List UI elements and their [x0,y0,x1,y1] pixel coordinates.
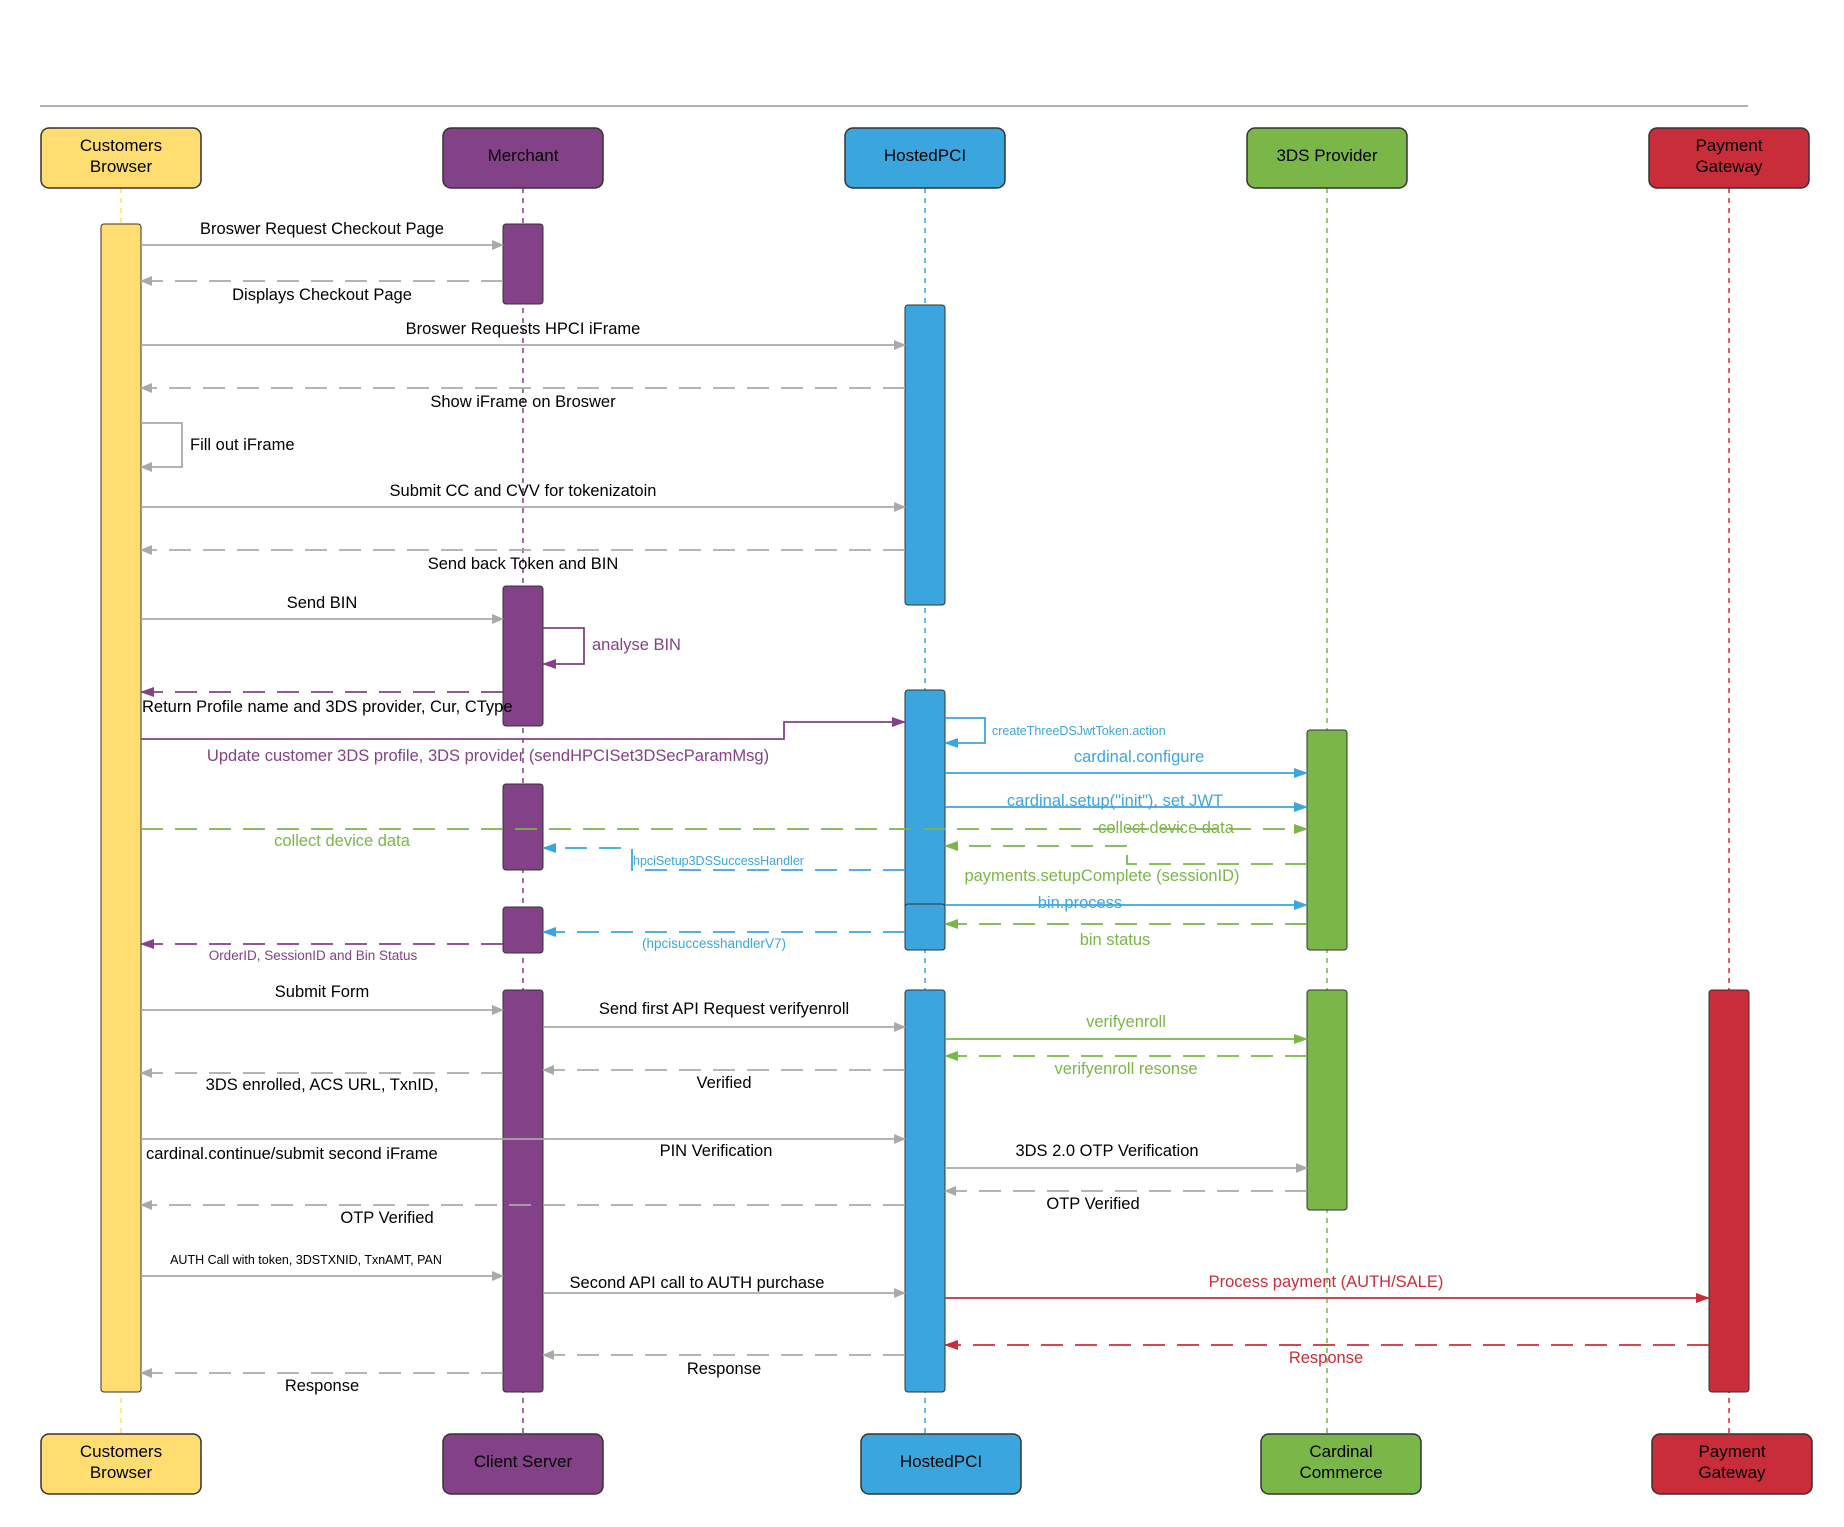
message-label: collect device data [274,832,411,850]
participant-label: Customers [80,1442,162,1461]
message-label: AUTH Call with token, 3DSTXNID, TxnAMT, … [170,1253,442,1267]
message-label: Response [285,1377,359,1395]
participant-label: Client Server [474,1452,573,1471]
participant-label: Gateway [1698,1463,1766,1482]
activation-bars [100,223,1750,1393]
participant-provider-top: 3DS Provider [1246,127,1408,189]
message-label: collect device data [1098,819,1235,837]
arrow-m18 [1126,855,1307,865]
activation-customer [100,223,142,1393]
message-label: bin status [1080,931,1151,949]
message-arrows [140,240,1710,1378]
participant-cardinal-bottom: Cardinal Commerce [1260,1433,1422,1495]
arrow-m12 [944,717,986,748]
activation-gateway [1708,989,1750,1393]
activation-merchant [502,585,544,727]
message-label: Displays Checkout Page [232,286,412,304]
message-label: hpciSetup3DSSuccessHandler [633,854,804,868]
message-label: Submit Form [275,983,369,1001]
message-labels: Broswer Request Checkout Page Displays C… [142,220,1443,1395]
message-label: Response [687,1360,761,1378]
message-label: Response [1289,1349,1363,1367]
participant-label: Merchant [488,146,559,165]
message-label: Update customer 3DS profile, 3DS provide… [207,747,769,765]
message-label: Verified [696,1074,751,1092]
participant-label: 3DS Provider [1276,146,1377,165]
message-label: (hpcisuccesshandlerV7) [642,936,786,951]
message-label: Show iFrame on Broswer [430,393,616,411]
participant-customer-bottom: Customers Browser [40,1433,202,1495]
message-label: Return Profile name and 3DS provider, Cu… [142,698,513,716]
message-label: OrderID, SessionID and Bin Status [209,948,418,963]
participants-top: Customers Browser Merchant HostedPCI 3DS… [40,127,1810,189]
message-label: cardinal.continue/submit second iFrame [146,1145,438,1163]
participant-label: Commerce [1299,1463,1382,1482]
message-label: PIN Verification [660,1142,773,1160]
message-label: Broswer Requests HPCI iFrame [406,320,641,338]
activation-hostedpci [904,903,946,951]
message-label: payments.setupComplete (sessionID) [964,867,1239,885]
message-label: Broswer Request Checkout Page [200,220,444,238]
message-label: Send back Token and BIN [428,555,619,573]
participant-hostedpci-bottom: HostedPCI [860,1433,1022,1495]
activation-merchant [502,906,544,954]
activation-hostedpci [904,304,946,606]
message-label: Send first API Request verifyenroll [599,1000,849,1018]
activation-merchant [502,989,544,1393]
activation-merchant [502,783,544,871]
activation-provider [1306,729,1348,951]
arrow-m05 [140,422,183,472]
arrow-m17 [542,843,905,871]
participant-label: Customers [80,136,162,155]
message-label: cardinal.setup("init"), set JWT [1007,792,1223,810]
message-label: bin.process [1038,894,1122,912]
message-label: analyse BIN [592,636,681,654]
message-label: OTP Verified [1046,1195,1139,1213]
participant-label: Cardinal [1309,1442,1372,1461]
message-label: 3DS enrolled, ACS URL, TxnID, [206,1076,439,1094]
participant-label: Payment [1698,1442,1765,1461]
message-label: verifyenroll resonse [1054,1060,1197,1078]
participant-hostedpci-top: HostedPCI [844,127,1006,189]
participants-bottom: Customers Browser Client Server HostedPC… [40,1433,1813,1495]
participant-label: HostedPCI [900,1452,982,1471]
arrow-m11 [141,717,906,740]
arrow-m09 [542,627,585,669]
participant-label: HostedPCI [884,146,966,165]
message-label: OTP Verified [340,1209,433,1227]
participant-gateway-top: Payment Gateway [1648,127,1810,189]
participant-label: Payment [1695,136,1762,155]
activation-merchant [502,223,544,305]
message-label: createThreeDSJwtToken.action [992,724,1166,738]
participant-label: Gateway [1695,157,1763,176]
message-label: Send BIN [287,594,358,612]
message-label: 3DS 2.0 OTP Verification [1015,1142,1198,1160]
message-label: Fill out iFrame [190,436,295,454]
activation-provider [1306,989,1348,1211]
message-label: Process payment (AUTH/SALE) [1209,1273,1444,1291]
participant-gateway-bottom: Payment Gateway [1651,1433,1813,1495]
message-label: verifyenroll [1086,1013,1166,1031]
participant-customer-top: Customers Browser [40,127,202,189]
activation-hostedpci [904,989,946,1393]
participant-merchant-top: Merchant [442,127,604,189]
participant-label: Browser [90,157,153,176]
message-label: cardinal.configure [1074,748,1204,766]
participant-label: Browser [90,1463,153,1482]
message-label: Second API call to AUTH purchase [570,1274,825,1292]
message-label: Submit CC and CVV for tokenizatoin [390,482,657,500]
participant-client-server-bottom: Client Server [442,1433,604,1495]
